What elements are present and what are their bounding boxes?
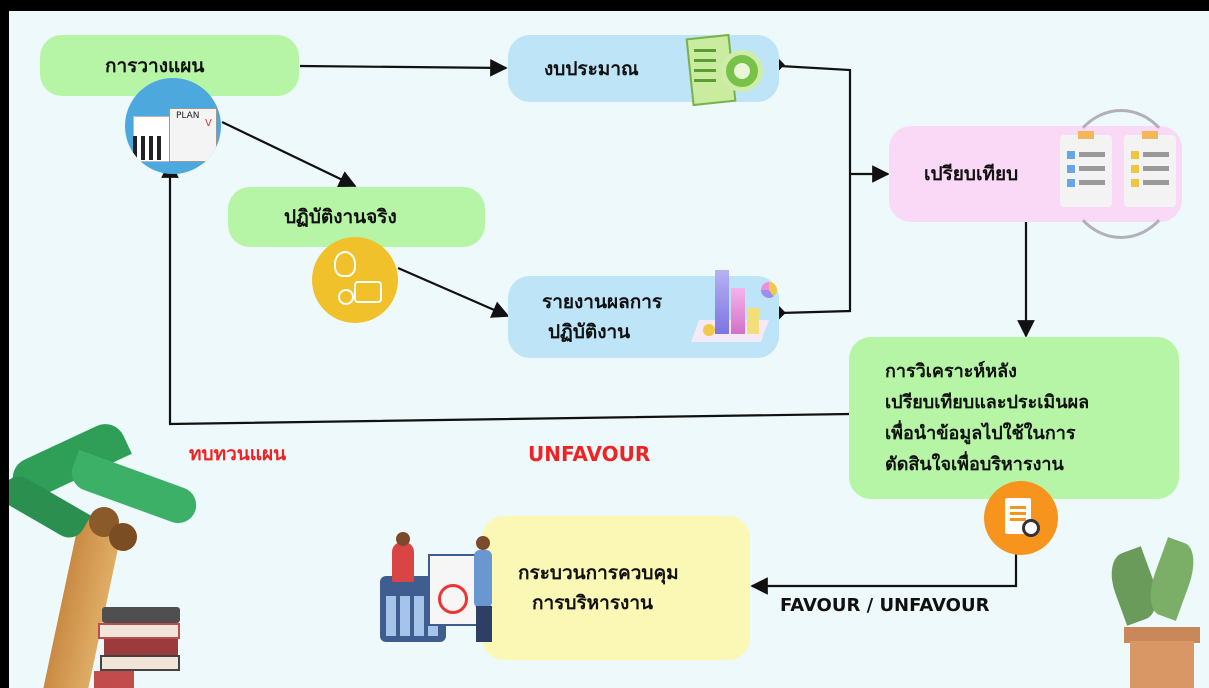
bar-chart-icon — [689, 268, 781, 358]
unfavour-label: UNFAVOUR — [528, 442, 651, 466]
report-label-line1: รายงานผลการ — [542, 291, 663, 313]
palm-tree-icon — [9, 411, 209, 688]
analysis-label-line2: เปรียบเทียบและประเมินผล — [885, 392, 1090, 413]
planning-label: การวางแผน — [105, 54, 205, 77]
arrow-planning-to-budget — [299, 59, 508, 77]
connector-budget-to-bracket — [779, 64, 852, 174]
clipboard-compare-icon — [1054, 109, 1182, 239]
connector-report-to-bracket — [779, 174, 852, 315]
planning-node: การวางแผน — [40, 35, 299, 96]
diagram-canvas: การวางแผน PLAN V งบประมาณ ปฏิบัติงานจริง… — [9, 11, 1209, 688]
people-calculator-icon — [374, 532, 504, 646]
target-checklist-icon — [685, 33, 769, 107]
control-label-line1: กระบวนการควบคุม — [518, 562, 679, 584]
analysis-label-line1: การวิเคราะห์หลัง — [885, 361, 1017, 382]
potted-plant-icon — [1103, 537, 1209, 688]
idea-gear-icon — [312, 237, 398, 323]
control-node: กระบวนการควบคุม การบริหารงาน — [482, 516, 750, 660]
arrow-implementation-to-report — [397, 266, 510, 318]
control-label-line2: การบริหารงาน — [532, 592, 653, 614]
arrow-planning-to-implementation — [221, 121, 357, 188]
report-label-line2: ปฏิบัติงาน — [548, 321, 631, 343]
implementation-label: ปฏิบัติงานจริง — [284, 206, 397, 228]
plan-calendar-icon: PLAN V — [125, 78, 221, 174]
books-stack-icon — [94, 607, 189, 688]
review-plan-label: ทบทวนแผน — [189, 443, 287, 465]
plan-card-text: PLAN — [176, 111, 200, 121]
budget-label: งบประมาณ — [544, 57, 639, 80]
analysis-label-line4: ตัดสินใจเพื่อบริหารงาน — [885, 454, 1064, 475]
favour-unfavour-label: FAVOUR / UNFAVOUR — [780, 595, 990, 616]
analysis-label-line3: เพื่อนำข้อมูลไปใช้ในการ — [885, 423, 1076, 444]
arrow-analysis-to-planning — [161, 160, 851, 426]
arrow-analysis-to-control — [750, 540, 1018, 595]
analysis-node: การวิเคราะห์หลัง เปรียบเทียบและประเมินผล… — [849, 337, 1179, 499]
document-search-icon — [984, 481, 1058, 555]
compare-label: เปรียบเทียบ — [924, 163, 1019, 185]
